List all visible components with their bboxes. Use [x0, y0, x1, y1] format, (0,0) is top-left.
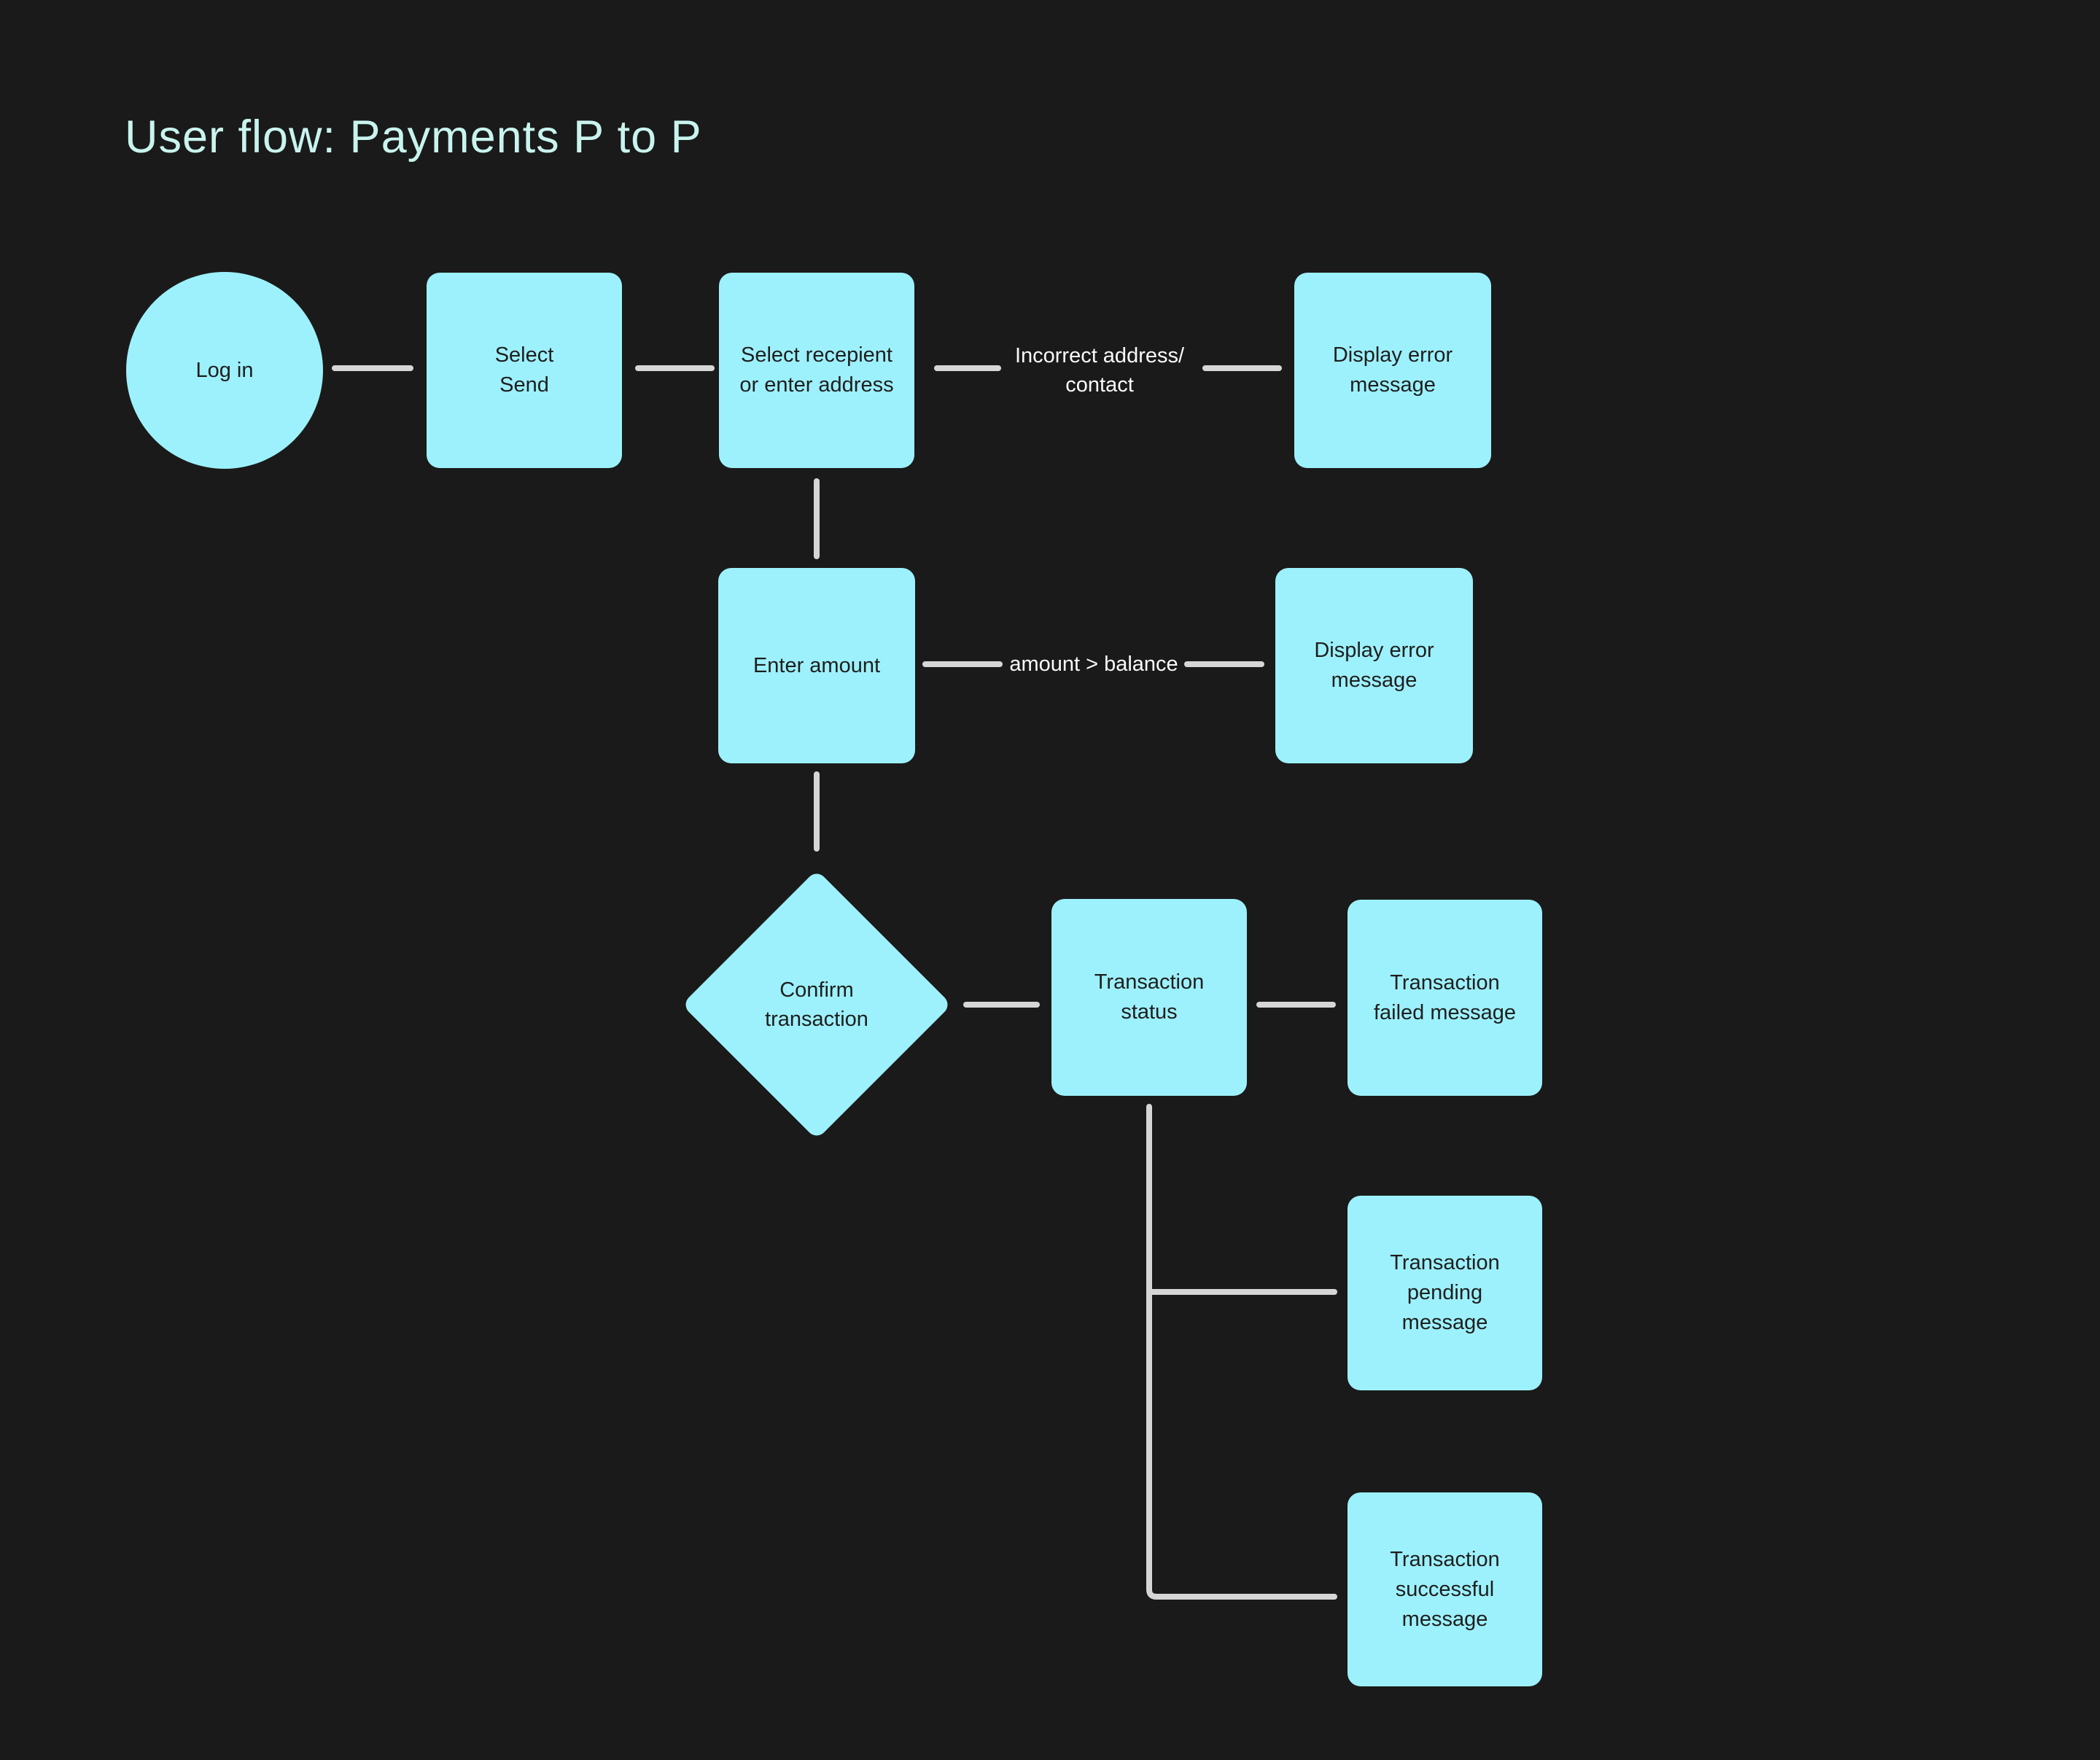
node-transaction-status-line1: Transaction — [1094, 970, 1205, 994]
edge-label-amount-balance: amount > balance — [984, 650, 1203, 679]
node-display-error-balance-line2: message — [1331, 669, 1418, 692]
edge-label-incorrect-address-line1: Incorrect address/ — [1014, 344, 1185, 367]
edge-label-incorrect-address-line2: contact — [1065, 373, 1134, 397]
node-select-recipient-line2: or enter address — [739, 373, 894, 397]
node-select-send-line2: Send — [499, 373, 549, 397]
node-select-send: Select Send — [427, 273, 622, 468]
node-display-error-address: Display error message — [1294, 273, 1491, 468]
node-transaction-failed: Transaction failed message — [1348, 900, 1542, 1096]
node-transaction-status: Transaction status — [1051, 899, 1247, 1096]
edge-label-incorrect-address: Incorrect address/ contact — [990, 341, 1209, 400]
node-transaction-failed-line1: Transaction — [1390, 970, 1500, 994]
node-display-error-address-line2: message — [1350, 373, 1436, 397]
node-display-error-balance-line1: Display error — [1314, 639, 1434, 662]
node-transaction-successful-line3: message — [1401, 1607, 1488, 1631]
node-transaction-successful: Transaction successful message — [1348, 1492, 1542, 1686]
node-confirm-transaction-line1: Confirm — [779, 978, 854, 1002]
node-enter-amount-label: Enter amount — [752, 653, 881, 677]
node-login-label: Log in — [195, 358, 254, 382]
node-transaction-status-line2: status — [1121, 1000, 1178, 1024]
node-transaction-pending: Transaction pending message — [1348, 1196, 1542, 1390]
node-transaction-pending-line2: pending — [1407, 1281, 1483, 1304]
node-transaction-pending-line3: message — [1401, 1311, 1488, 1334]
node-transaction-successful-line1: Transaction — [1390, 1547, 1500, 1571]
node-transaction-failed-line2: failed message — [1373, 1000, 1517, 1024]
node-confirm-transaction-line2: transaction — [765, 1008, 868, 1031]
node-select-recipient-line1: Select recepient — [741, 343, 892, 367]
connector-status-success — [1146, 1104, 1337, 1600]
node-display-error-address-line1: Display error — [1332, 343, 1453, 367]
node-select-send-line1: Select — [494, 343, 554, 367]
node-transaction-pending-line1: Transaction — [1390, 1251, 1500, 1274]
node-enter-amount: Enter amount — [718, 568, 915, 763]
node-select-recipient: Select recepient or enter address — [719, 273, 914, 468]
page-title: User flow: Payments P to P — [125, 112, 702, 163]
node-transaction-successful-line2: successful — [1395, 1577, 1495, 1601]
node-confirm-transaction-label: Confirm transaction — [689, 976, 944, 1034]
edge-label-amount-balance-line1: amount > balance — [1009, 653, 1178, 676]
node-login: Log in — [126, 272, 323, 469]
node-display-error-balance: Display error message — [1275, 568, 1473, 763]
